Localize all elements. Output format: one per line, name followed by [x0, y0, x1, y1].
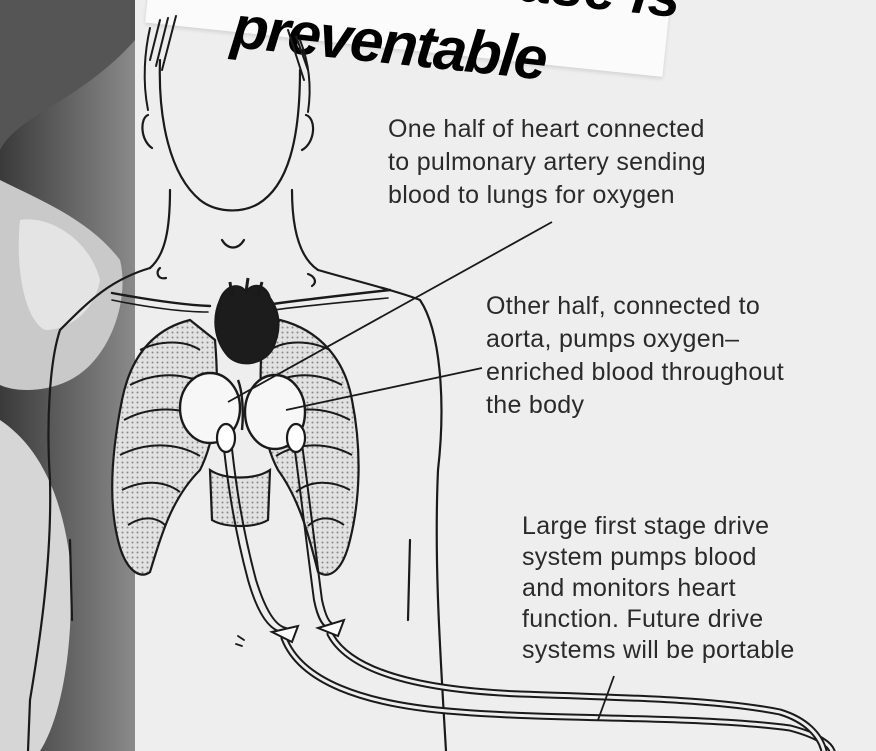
caption-pulmonary: One half of heart connected to pulmonary… [388, 113, 706, 212]
aortic-arch [215, 278, 278, 363]
caption-aorta: Other half, connected to aorta, pumps ox… [486, 290, 784, 422]
head-outline [160, 60, 300, 210]
caption-drive-system: Large first stage drive system pumps blo… [522, 511, 795, 666]
hair-drawing [145, 16, 310, 112]
